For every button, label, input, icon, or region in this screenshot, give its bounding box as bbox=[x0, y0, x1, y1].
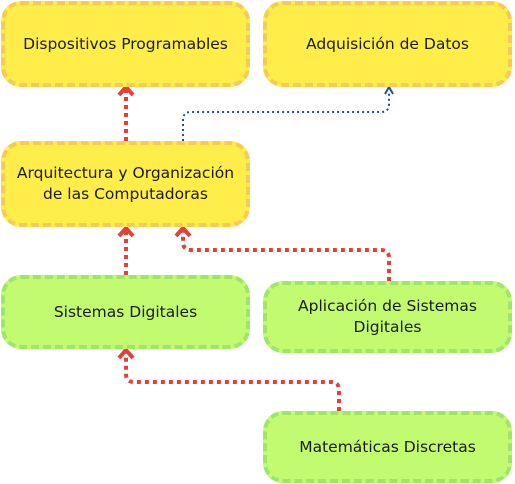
node-arquitectura-y-organizacion[interactable]: Arquitectura y Organización de las Compu… bbox=[1, 141, 250, 227]
node-label: Adquisición de Datos bbox=[306, 34, 469, 53]
node-sistemas-digitales[interactable]: Sistemas Digitales bbox=[1, 275, 250, 349]
edge-sistemas-to-arquitectura bbox=[117, 224, 135, 275]
edge-aplicacion-to-arquitectura bbox=[174, 224, 391, 281]
node-matematicas-discretas[interactable]: Matemáticas Discretas bbox=[263, 411, 512, 483]
node-dispositivos-programables[interactable]: Dispositivos Programables bbox=[1, 1, 250, 87]
node-adquisicion-de-datos[interactable]: Adquisición de Datos bbox=[263, 1, 512, 87]
edge-arquitectura-to-dispositivos bbox=[117, 83, 135, 141]
edge-matematicas-to-sistemas bbox=[117, 346, 341, 411]
edge-arquitectura-to-adquisicion bbox=[182, 84, 394, 141]
node-label: Sistemas Digitales bbox=[53, 302, 198, 321]
node-label: Aplicación de Sistemas Digitales bbox=[298, 297, 477, 336]
node-label: Arquitectura y Organización de las Compu… bbox=[16, 164, 235, 203]
node-label: Matemáticas Discretas bbox=[299, 437, 476, 456]
node-label: Dispositivos Programables bbox=[23, 34, 228, 53]
node-aplicacion-de-sistemas-digitales[interactable]: Aplicación de Sistemas Digitales bbox=[263, 281, 512, 353]
